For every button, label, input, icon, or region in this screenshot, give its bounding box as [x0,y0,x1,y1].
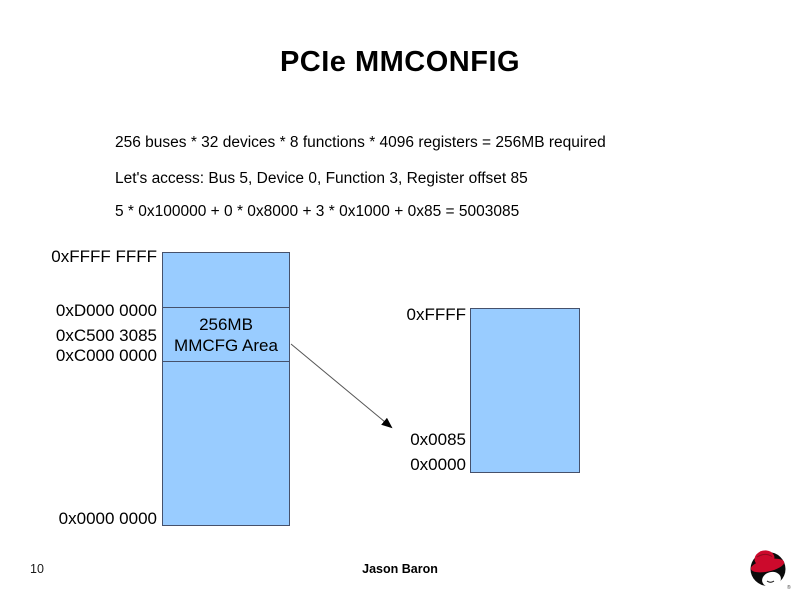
redhat-shadowman-logo-icon: ® [750,550,791,591]
addr-c500-3085: 0xC500 3085 [55,326,157,345]
addr-c000-0000: 0xC000 0000 [55,346,157,365]
addr-0000: 0x0000 [410,455,466,474]
body-line-access-example: Let's access: Bus 5, Device 0, Function … [115,170,528,187]
svg-text:®: ® [787,584,791,591]
addr-d000-0000: 0xD000 0000 [55,301,157,320]
left-memory-map: 256MB MMCFG Area [162,252,290,526]
body-line-calculation: 256 buses * 32 devices * 8 functions * 4… [115,134,606,151]
addr-ffff: 0xFFFF [406,305,467,324]
slide-title: PCIe MMCONFIG [279,46,521,78]
addr-ffff-ffff: 0xFFFF FFFF [51,247,157,266]
mmcfg-region-label-name: MMCFG Area [174,335,278,355]
mmcfg-region: 256MB MMCFG Area [163,308,289,362]
right-memory-map [470,308,580,473]
author-name: Jason Baron [362,562,438,576]
body-line-offset-formula: 5 * 0x100000 + 0 * 0x8000 + 3 * 0x1000 +… [115,203,520,220]
left-map-upper-region [163,253,289,308]
mmcfg-region-label-size: 256MB [199,314,253,334]
addr-0000-0000: 0x0000 0000 [58,509,157,528]
page-number: 10 [30,562,44,576]
addr-0085: 0x0085 [410,430,466,449]
mapping-arrow [290,343,393,429]
